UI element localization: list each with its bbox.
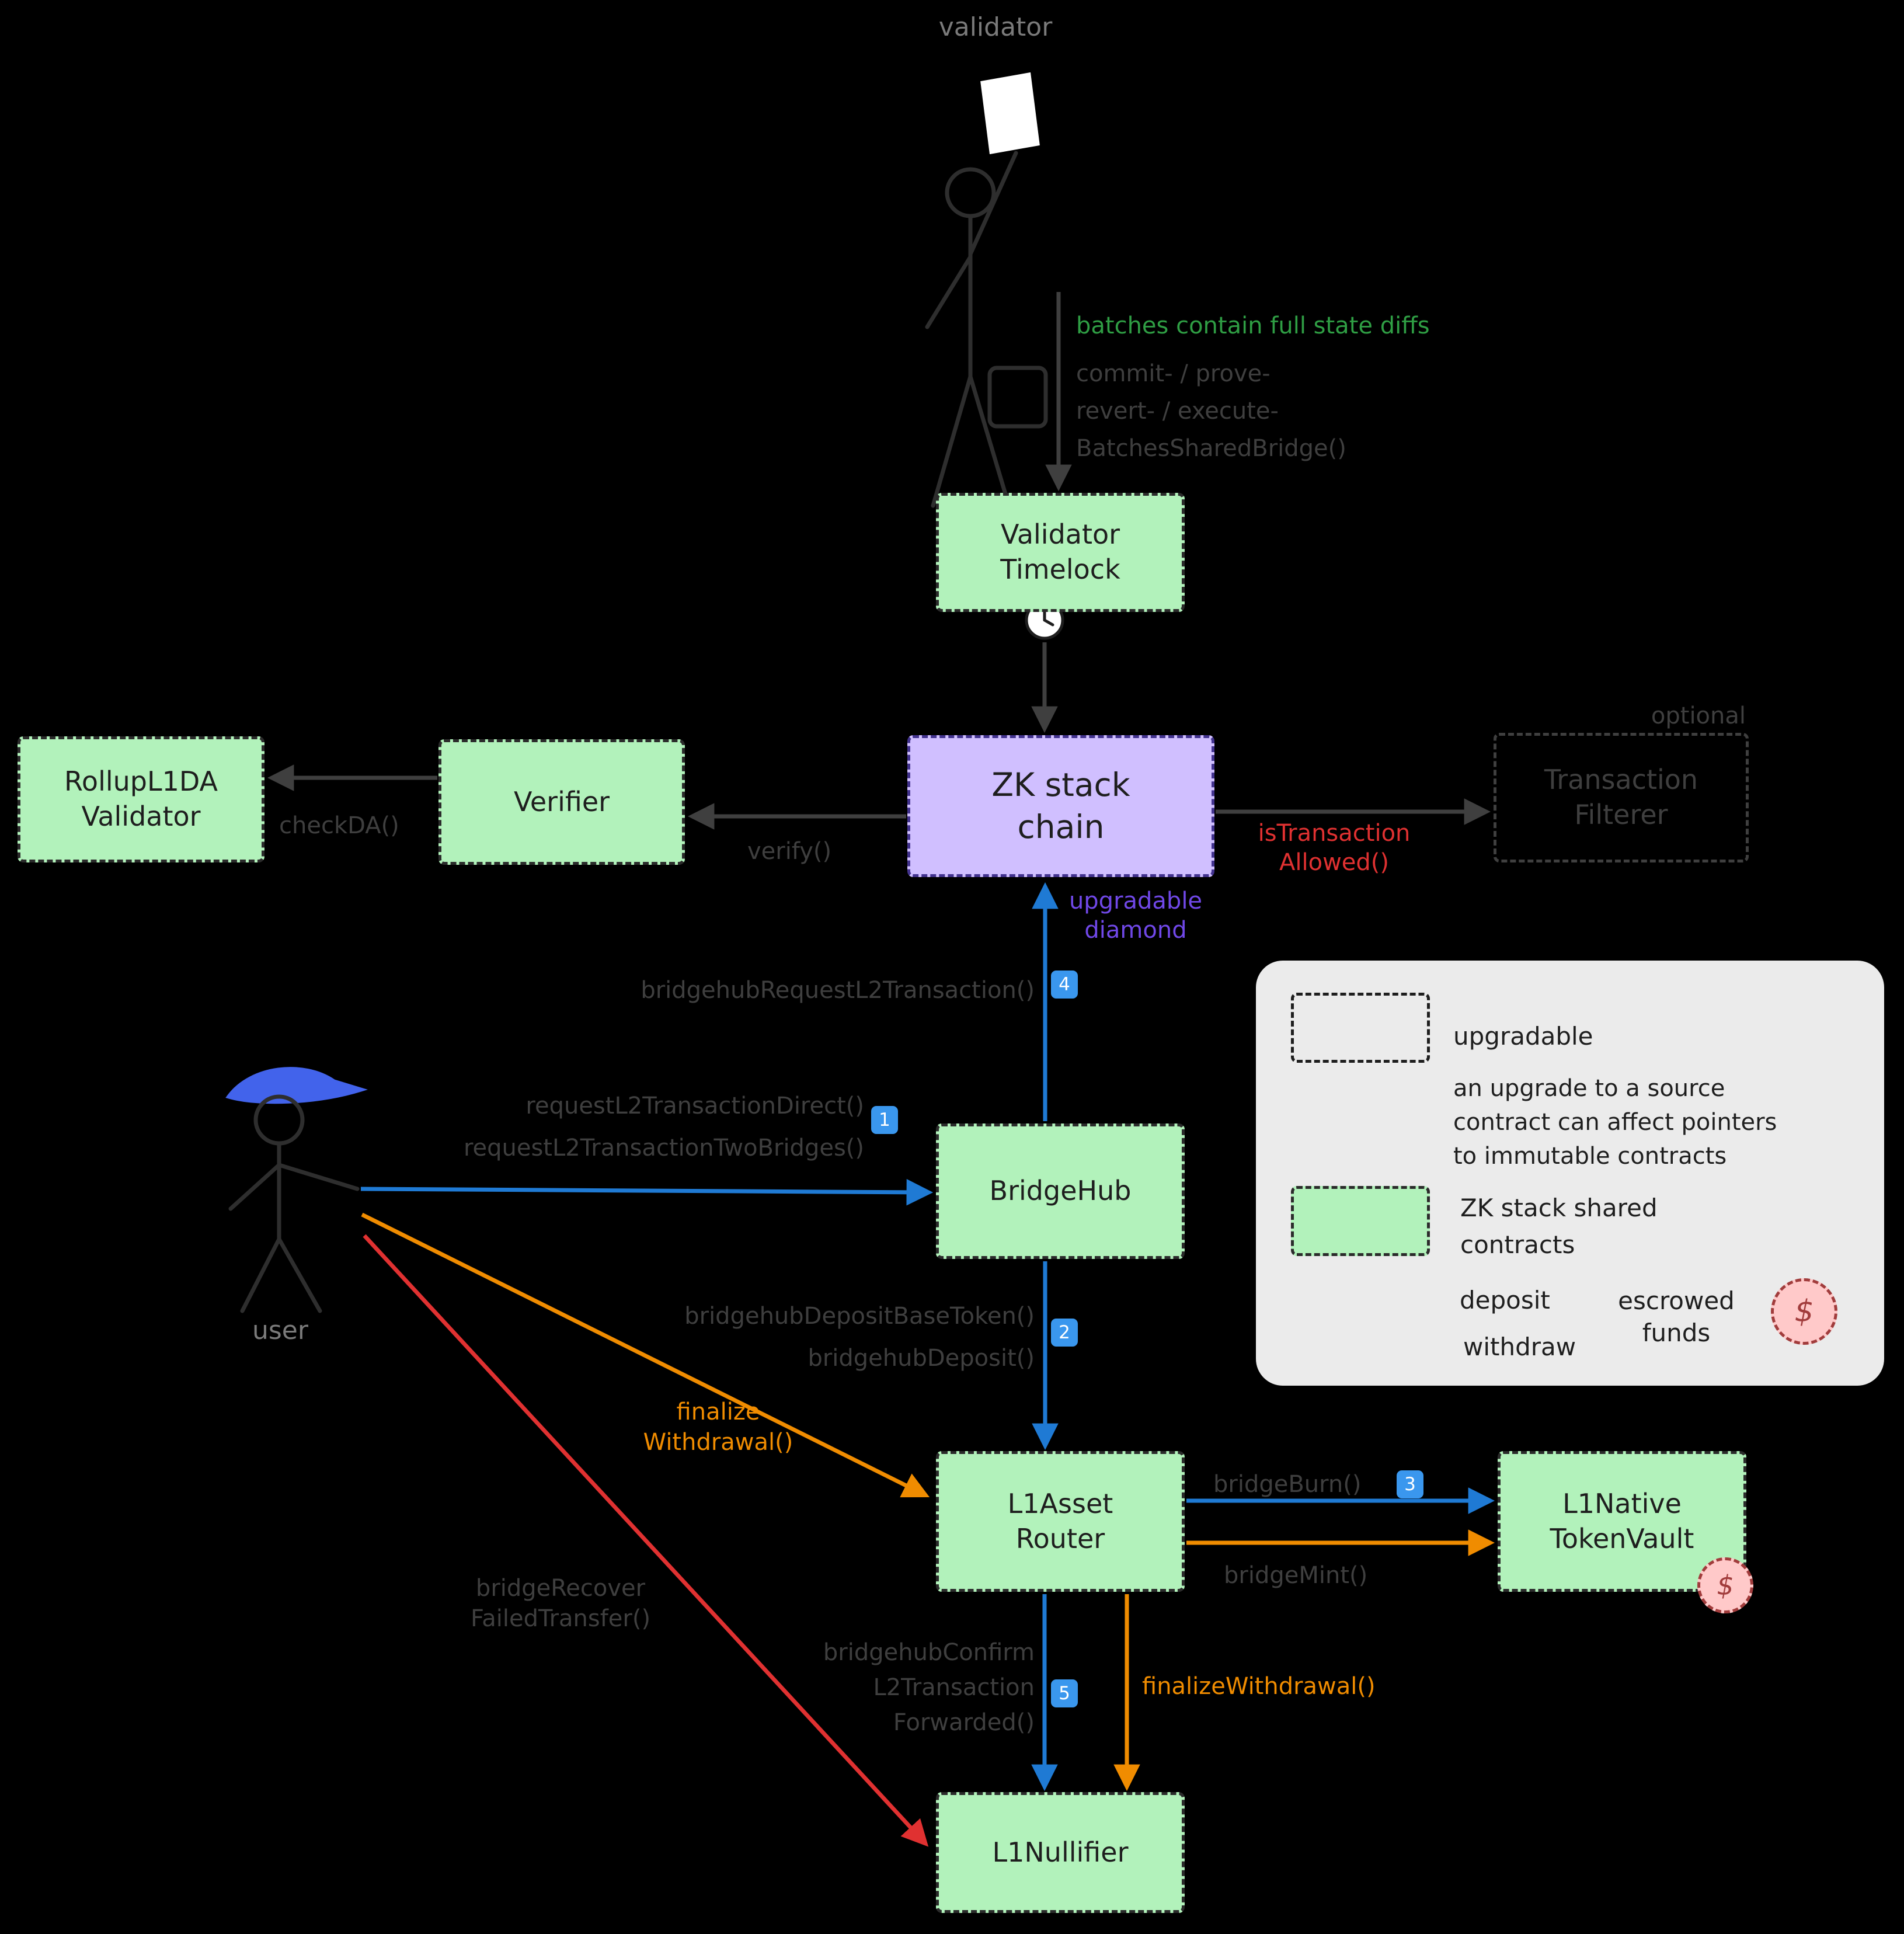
legend-upgrade-note: an upgrade to a source contract can affe… [1453, 1075, 1777, 1170]
node-transaction-filterer: Transaction Filterer [1494, 733, 1749, 862]
legend-escrowed-label: escrowed funds [1618, 1286, 1735, 1347]
finalizewithdrawal-user-label: finalize Withdrawal() [643, 1399, 793, 1456]
validator-laptop [987, 366, 1048, 429]
commit-note: commit- / prove- revert- / execute- Batc… [1076, 360, 1346, 462]
user-label: user [252, 1316, 308, 1345]
istransactionallowed-label: isTransaction Allowed() [1258, 820, 1411, 876]
legend-upgradable-label: upgradable [1453, 1022, 1593, 1051]
step-badge-5: 5 [1051, 1679, 1078, 1707]
legend-escrow-dollar: $ [1771, 1278, 1837, 1345]
legend-deposit-label: deposit [1460, 1286, 1550, 1314]
legend-shared-swatch [1291, 1186, 1430, 1256]
bridgeburn-label: bridgeBurn() [1213, 1471, 1362, 1498]
validator-head [945, 167, 996, 218]
upgradable-diamond-label: upgradable diamond [1068, 888, 1203, 944]
verify-label: verify() [747, 838, 832, 865]
node-l1-nullifier-label: L1Nullifier [992, 1836, 1129, 1868]
node-bridgehub: BridgeHub [936, 1123, 1185, 1259]
node-l1-nullifier: L1Nullifier [936, 1792, 1185, 1913]
legend-upgradable-swatch [1291, 993, 1430, 1063]
step-badge-3: 3 [1397, 1470, 1423, 1498]
edge-user-bridgehub [360, 1179, 934, 1206]
bridgehubrequest-label: bridgehubRequestL2Transaction() [641, 977, 1035, 1004]
bridgemint-label: bridgeMint() [1224, 1562, 1368, 1589]
node-rollup-l1da-validator: RollupL1DA Validator [18, 736, 264, 862]
node-zk-stack-chain-label: ZK stack chain [991, 766, 1130, 846]
node-zk-stack-chain: ZK stack chain [907, 735, 1214, 877]
node-validator-timelock: Validator Timelock [936, 493, 1185, 612]
escrow-dollar-tokenvault: $ [1697, 1557, 1753, 1613]
node-l1-asset-router: L1Asset Router [936, 1451, 1185, 1592]
user-cap [225, 1067, 368, 1104]
bridgehubconfirm-label: bridgehubConfirm L2Transaction Forwarded… [823, 1639, 1035, 1736]
optional-label: optional [1651, 702, 1746, 729]
step-badge-4: 4 [1051, 971, 1078, 999]
step-badge-1: 1 [871, 1106, 898, 1134]
validator-label: validator [938, 12, 1053, 42]
legend-withdraw-label: withdraw [1463, 1333, 1576, 1361]
legend-shared-label: ZK stack shared contracts [1460, 1194, 1658, 1259]
node-verifier: Verifier [438, 739, 685, 865]
step-badge-2: 2 [1051, 1319, 1078, 1347]
node-bridgehub-label: BridgeHub [989, 1175, 1132, 1207]
edge-user-assetrouter-withdraw [361, 1212, 930, 1498]
validator-flag [980, 72, 1040, 155]
node-l1-asset-router-label: L1Asset Router [1007, 1487, 1113, 1554]
bridgerecover-label: bridgeRecover FailedTransfer() [470, 1575, 651, 1632]
node-l1-native-token-vault-label: L1Native TokenVault [1550, 1487, 1694, 1554]
requestl2-label: requestL2TransactionDirect() requestL2Tr… [463, 1093, 864, 1161]
batches-note: batches contain full state diffs [1076, 312, 1430, 339]
node-verifier-label: Verifier [513, 785, 610, 818]
user-figure [225, 1067, 368, 1313]
bridgehubdeposit-label: bridgehubDepositBaseToken() bridgehubDep… [684, 1303, 1035, 1372]
edge-user-nullifier-recover [363, 1234, 929, 1847]
node-rollup-l1da-validator-label: RollupL1DA Validator [64, 766, 218, 832]
node-transaction-filterer-label: Transaction Filterer [1544, 764, 1698, 830]
node-validator-timelock-label: Validator Timelock [1000, 519, 1120, 585]
validator-figure [925, 72, 1048, 508]
checkda-label: checkDA() [279, 812, 399, 839]
finalizewithdrawal-label: finalizeWithdrawal() [1142, 1673, 1376, 1700]
legend-panel: upgradable an upgrade to a source contra… [1256, 961, 1884, 1386]
